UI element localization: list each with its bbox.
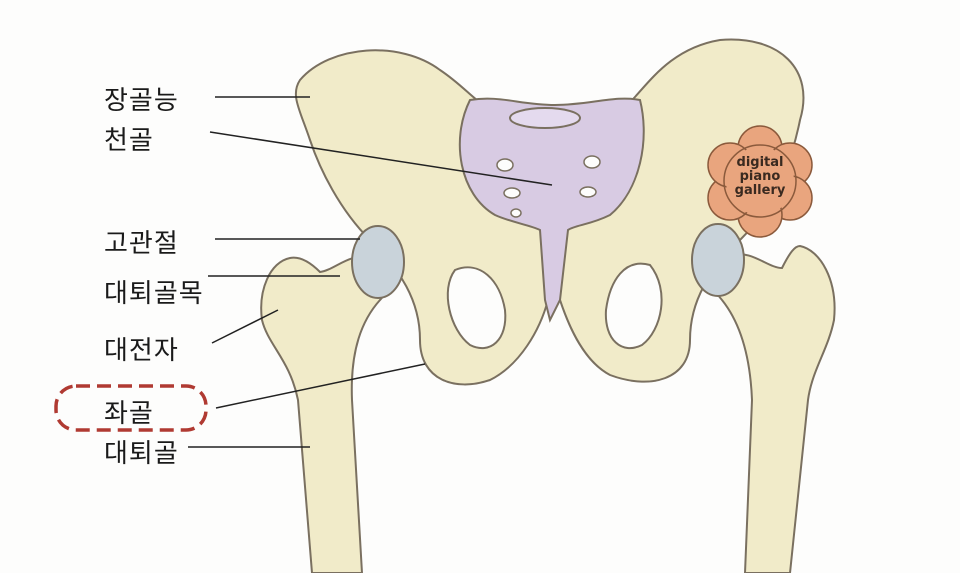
label-ischium: 좌골 <box>104 399 154 429</box>
label-femur: 대퇴골 <box>104 439 179 469</box>
logo-line: piano <box>739 169 781 184</box>
logo-badge <box>707 125 813 238</box>
logo-line: gallery <box>734 183 786 198</box>
right-femur <box>712 244 836 573</box>
label-sacrum: 천골 <box>104 126 154 156</box>
label-greater-trochanter: 대전자 <box>104 336 179 366</box>
left-femur <box>260 255 391 573</box>
sacrum-bone <box>458 97 645 323</box>
logo-line: digital <box>736 155 784 170</box>
logo-text: digital piano gallery <box>712 156 808 198</box>
ischium-highlight <box>54 384 208 432</box>
label-iliac-crest: 장골능 <box>104 86 179 116</box>
label-hip-joint: 고관절 <box>104 229 179 259</box>
label-femoral-neck: 대퇴골목 <box>104 279 204 309</box>
